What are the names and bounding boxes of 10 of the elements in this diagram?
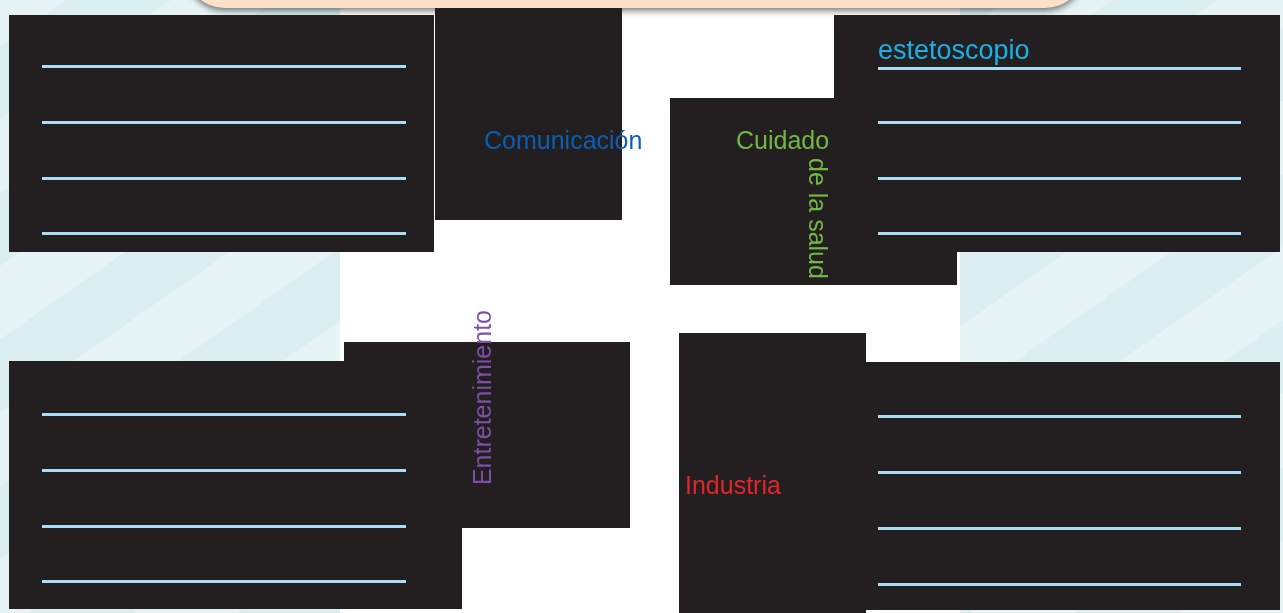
writing-panel xyxy=(834,15,1280,252)
category-label: Industria xyxy=(685,473,781,498)
category-box xyxy=(679,333,866,613)
writing-panel xyxy=(9,15,434,252)
writing-panel xyxy=(866,362,1280,610)
writing-panel xyxy=(9,361,462,609)
category-label: de la salud xyxy=(805,158,830,279)
category-label: Cuidado xyxy=(736,128,830,153)
category-label: Entretenimiento xyxy=(470,310,495,486)
answer-text: estetoscopio xyxy=(878,37,1030,64)
